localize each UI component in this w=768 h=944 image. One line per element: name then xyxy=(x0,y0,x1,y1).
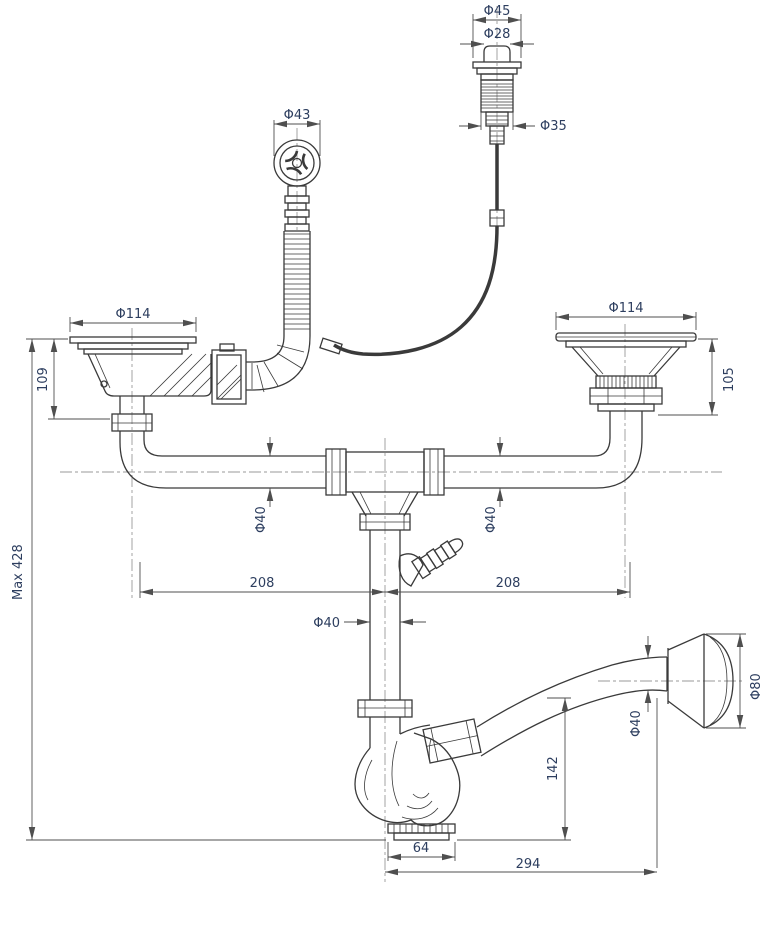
dimension-lines xyxy=(26,14,746,876)
control-cable xyxy=(333,225,499,357)
dishwasher-nozzle xyxy=(398,538,464,587)
dim-overflow-fitting: Φ43 xyxy=(284,108,311,123)
left-drain-assembly xyxy=(69,336,247,489)
dim-cleanout-width: 64 xyxy=(413,841,430,856)
dim-left-pipe: Φ40 xyxy=(254,506,269,533)
dim-outlet-cone: Φ80 xyxy=(749,673,764,700)
centerlines xyxy=(60,6,744,882)
dim-center-pipe: Φ40 xyxy=(313,616,340,631)
dim-outlet-span: 294 xyxy=(516,857,541,872)
dimension-labels: Φ45 Φ28 Φ35 Φ43 Φ114 Φ114 109 105 Φ40 Φ4… xyxy=(11,4,764,872)
dim-left-drain-height: 109 xyxy=(36,367,51,392)
horizontal-run-and-tee xyxy=(162,448,596,700)
popup-control-knob xyxy=(319,45,522,357)
part-linework xyxy=(69,45,734,841)
dim-knob-thread: Φ35 xyxy=(540,119,567,134)
dim-overall-height: Max 428 xyxy=(11,544,26,600)
dim-knob-cap: Φ45 xyxy=(484,4,511,19)
trap-assembly xyxy=(354,699,482,841)
dim-right-drain-height: 105 xyxy=(722,367,737,392)
dim-left-strainer: Φ114 xyxy=(115,307,150,322)
dim-right-strainer: Φ114 xyxy=(608,301,643,316)
dim-left-span: 208 xyxy=(250,576,275,591)
overflow-fitting-and-hose xyxy=(246,139,321,393)
dim-trap-height: 142 xyxy=(546,756,561,781)
dim-knob-button: Φ28 xyxy=(484,27,511,42)
right-strainer-assembly xyxy=(555,332,697,489)
dim-right-pipe: Φ40 xyxy=(484,506,499,533)
dim-outlet-pipe: Φ40 xyxy=(629,710,644,737)
dim-right-span: 208 xyxy=(496,576,521,591)
